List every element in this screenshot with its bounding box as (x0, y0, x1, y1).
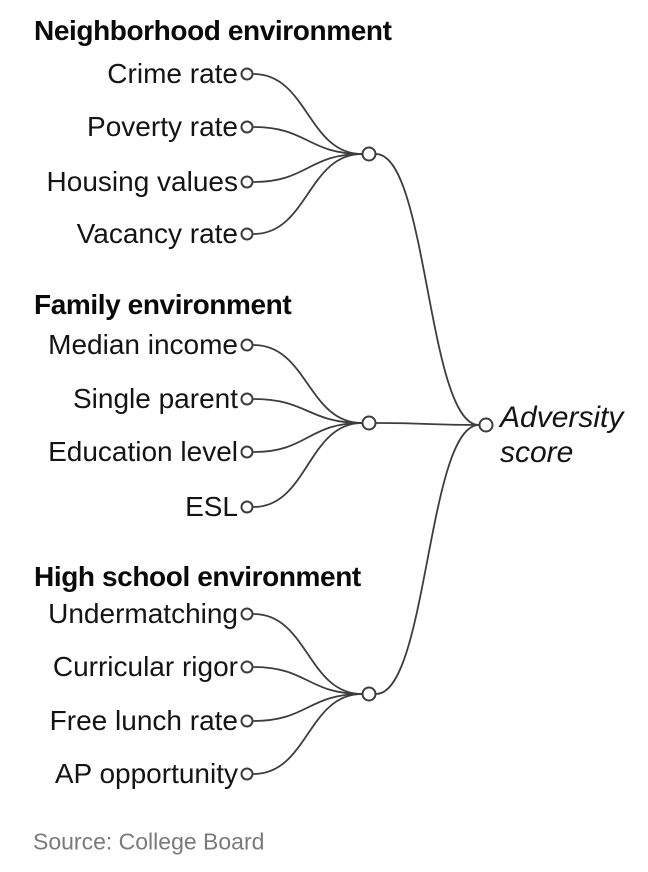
item-link (253, 153, 363, 183)
item-label-ap-opportunity: AP opportunity (54, 758, 238, 789)
item-label-housing-values: Housing values (46, 166, 238, 197)
item-label-education-level: Education level (48, 436, 238, 467)
item-label-free-lunch-rate: Free lunch rate (49, 705, 238, 736)
item-node-circle (240, 338, 254, 352)
item-label-poverty-rate: Poverty rate (87, 111, 238, 142)
group-node-circle (361, 146, 377, 162)
item-link (253, 126, 363, 155)
item-node-circle (240, 767, 254, 781)
target-label-adversity-score: Adversity score (500, 400, 623, 470)
target-label-line1: Adversity (500, 401, 624, 434)
item-link (253, 73, 363, 155)
item-link (253, 153, 363, 235)
group-link (375, 422, 480, 426)
group-heading-family: Family environment (34, 289, 292, 320)
item-node-circle (240, 714, 254, 728)
item-label-crime-rate: Crime rate (107, 58, 238, 89)
group-node-circle (361, 686, 377, 702)
item-link (253, 693, 363, 722)
group-heading-neighborhood: Neighborhood environment (34, 15, 392, 46)
target-label-line2: score (500, 436, 574, 469)
item-node-circle (240, 227, 254, 241)
item-link (253, 613, 363, 695)
item-link (253, 398, 363, 424)
item-label-median-income: Median income (48, 329, 238, 360)
item-link (253, 344, 363, 424)
item-label-undermatching: Undermatching (48, 598, 238, 629)
item-node-circle (240, 392, 254, 406)
item-node-circle (240, 607, 254, 621)
item-node-circle (240, 660, 254, 674)
target-node-circle (478, 417, 494, 433)
item-link (253, 693, 363, 775)
item-label-curricular-rigor: Curricular rigor (52, 651, 238, 682)
item-node-circle (240, 120, 254, 134)
item-link (253, 666, 363, 695)
group-heading-high-school: High school environment (34, 561, 361, 592)
source-note: Source: College Board (33, 828, 265, 855)
item-node-circle (240, 175, 254, 189)
group-link (375, 424, 480, 695)
item-link (253, 422, 363, 453)
group-link (375, 153, 480, 426)
item-node-circle (240, 67, 254, 81)
item-link (253, 422, 363, 508)
item-label-esl: ESL (185, 491, 238, 522)
group-node-circle (361, 415, 377, 431)
item-node-circle (240, 445, 254, 459)
item-node-circle (240, 500, 254, 514)
item-label-vacancy-rate: Vacancy rate (76, 218, 238, 249)
item-label-single-parent: Single parent (72, 383, 238, 414)
